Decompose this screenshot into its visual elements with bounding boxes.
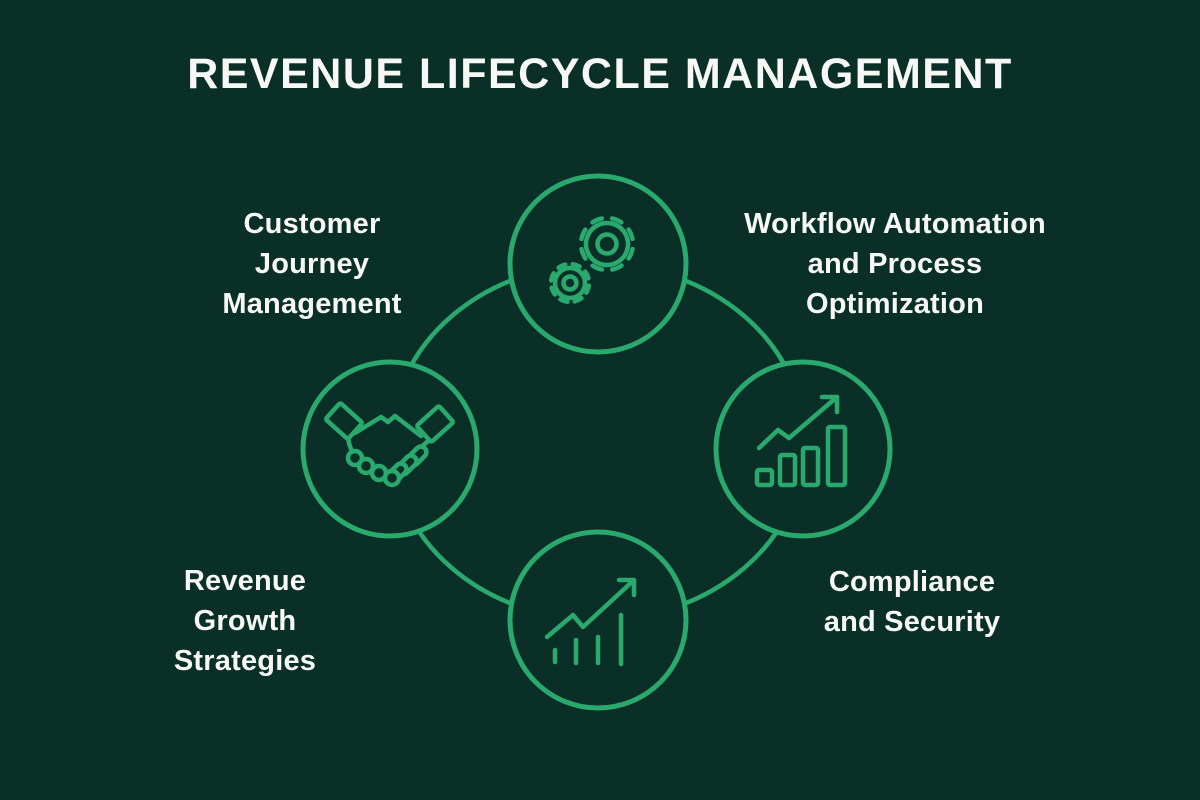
gears-icon [548, 215, 636, 305]
handshake-icon [324, 401, 455, 488]
bar-chart-growth-icon [754, 394, 848, 488]
line-chart-growth-icon [544, 577, 637, 667]
label-revenue-growth: Revenue Growth Strategies [173, 564, 317, 678]
label-customer-journey: Customer Journey Management [222, 207, 402, 321]
label-workflow-automation: Workflow Automation and Process Optimiza… [744, 207, 1046, 321]
label-compliance-security: Compliance and Security [823, 565, 1001, 638]
node-circle-left [300, 359, 480, 539]
page-title: REVENUE LIFECYCLE MANAGEMENT [187, 50, 1013, 98]
node-circle-bottom [507, 529, 689, 711]
